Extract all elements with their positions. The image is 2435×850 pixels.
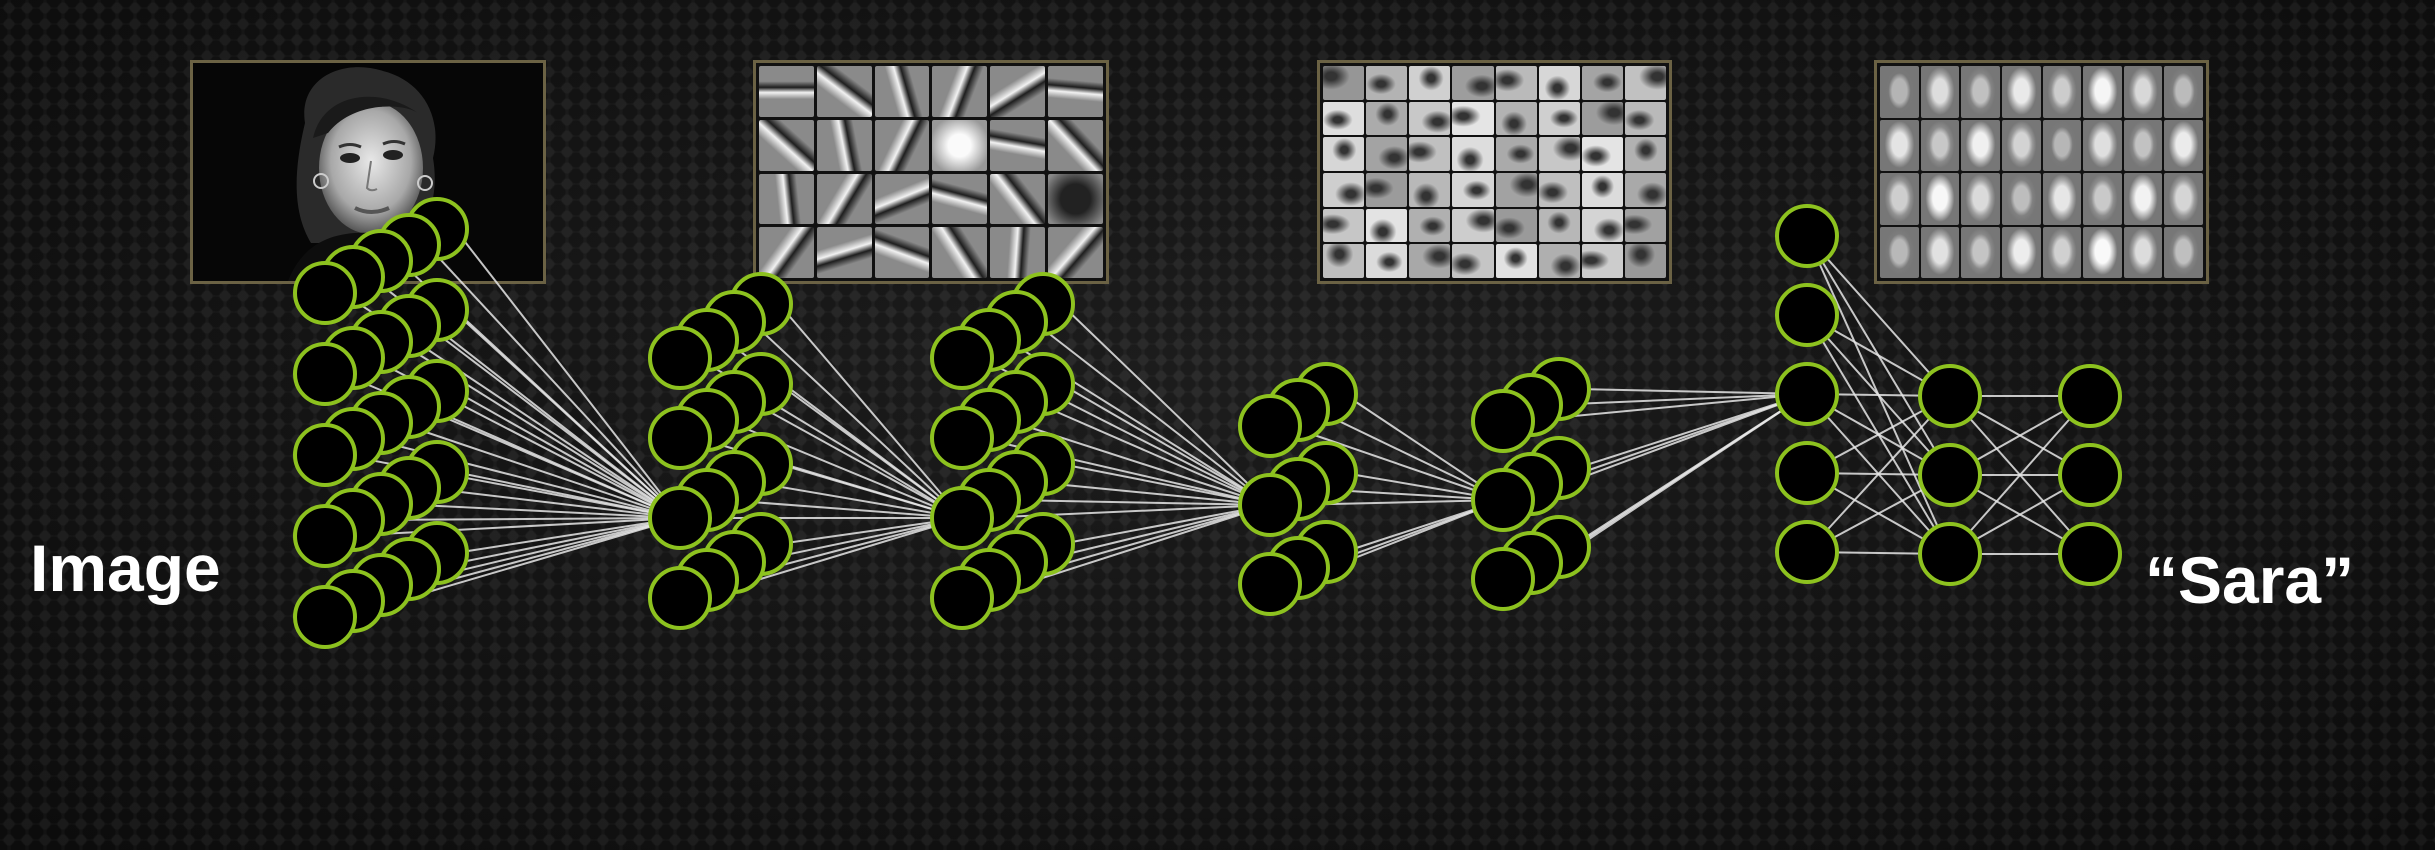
neuron-node [1777, 285, 1837, 345]
neuron-node [1473, 470, 1533, 530]
neuron-node [295, 425, 355, 485]
neuron-node [1777, 443, 1837, 503]
connection-line [779, 304, 962, 518]
neuron-node [932, 408, 992, 468]
neuron-node [1777, 522, 1837, 582]
neuron-node [1240, 554, 1300, 614]
neuron-node [1777, 364, 1837, 424]
neuron-node [1920, 366, 1980, 426]
neuron-node [650, 328, 710, 388]
neuron-node [1777, 206, 1837, 266]
neuron-node [650, 408, 710, 468]
neuron-node [1473, 549, 1533, 609]
neuron-node [2060, 445, 2120, 505]
neuron-node [932, 328, 992, 388]
neuron-node [2060, 366, 2120, 426]
connection-line [1061, 304, 1270, 505]
neuron-node [295, 506, 355, 566]
neuron-node [650, 488, 710, 548]
connection-line [1577, 394, 1807, 547]
connection-line [455, 391, 680, 518]
neuron-node [932, 488, 992, 548]
neuron-node [1240, 396, 1300, 456]
neuron-node [295, 344, 355, 404]
neuron-node [932, 568, 992, 628]
neuron-node [2060, 524, 2120, 584]
connection-line [1577, 389, 1807, 394]
input-label: Image [30, 530, 221, 606]
neuron-node [1920, 524, 1980, 584]
output-label: “Sara” [2145, 542, 2354, 618]
neuron-node [1240, 475, 1300, 535]
neuron-node [295, 587, 355, 647]
neuron-node [1473, 391, 1533, 451]
neuron-node [295, 263, 355, 323]
nodes [295, 199, 2120, 647]
neuron-node [650, 568, 710, 628]
neuron-node [1920, 445, 1980, 505]
connection-line [455, 310, 680, 518]
